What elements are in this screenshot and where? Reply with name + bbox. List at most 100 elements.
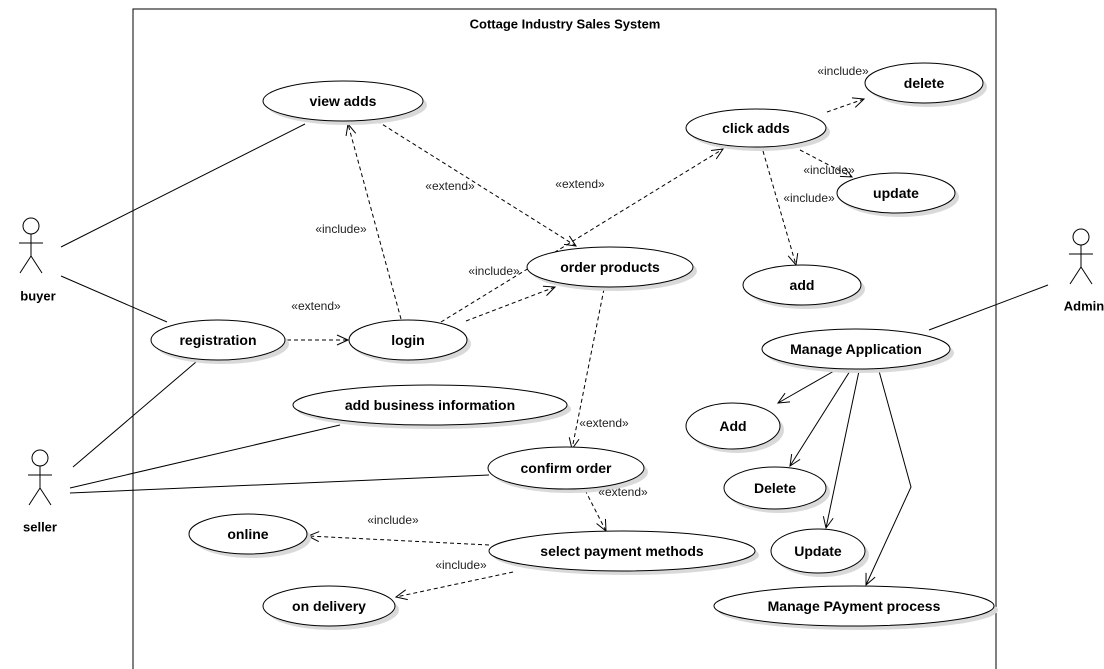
use-case-ellipse: [713, 585, 995, 627]
use-case-label: Manage PAyment process: [768, 598, 941, 614]
use-case-manage-application[interactable]: Manage Application: [761, 328, 954, 373]
actor-head-icon: [31, 449, 49, 467]
relation-manage-application-admin-delete-arrowhead: [789, 453, 801, 468]
use-case-ellipse: [292, 384, 568, 426]
dependency-label: «extend»: [579, 416, 629, 430]
dependency-login-click-adds-arrowhead: [710, 148, 725, 160]
actor-head-icon: [1072, 228, 1090, 246]
relation-manage-application-admin-update: [825, 370, 860, 529]
dependency-registration-login-arrowhead: [336, 334, 350, 346]
use-case-ellipse: [262, 80, 424, 122]
use-case-label: click adds: [722, 120, 790, 136]
use-case-layer: view adds click adds delete update add order …: [150, 62, 998, 630]
use-case-ellipse: [487, 446, 645, 490]
dependency-label: «include»: [367, 513, 419, 527]
relation-manage-application-admin-delete: [789, 370, 851, 467]
dependency-login-order-products-arrowhead: [542, 285, 557, 296]
use-case-ellipse: [864, 62, 984, 104]
association-layer: [60, 123, 1049, 494]
use-case-admin-update[interactable]: Update: [770, 528, 869, 577]
dependency-label: «extend»: [598, 485, 648, 499]
actor-admin[interactable]: Admin: [1064, 228, 1104, 314]
dependency-view-adds-order-products-arrowhead: [563, 235, 578, 247]
use-case-label: Delete: [754, 480, 796, 496]
dependency-label: «include»: [783, 191, 835, 205]
use-case-ellipse: [761, 328, 951, 370]
dependency-login-view-adds: [347, 123, 402, 320]
dependency-label: «include»: [435, 558, 487, 572]
dependency-order-products-confirm-order: [571, 288, 605, 450]
use-case-ellipse: [836, 172, 956, 214]
use-case-ellipse: [685, 108, 827, 148]
dependency-label: «extend»: [425, 179, 475, 193]
dependency-click-adds-update: [799, 149, 853, 178]
dependency-click-adds-delete-arrowhead: [851, 97, 866, 108]
use-case-login[interactable]: login: [348, 319, 471, 364]
dependency-login-click-adds: [440, 148, 724, 323]
association-seller-registration: [72, 361, 197, 468]
actor-leg-left: [1069, 266, 1082, 285]
use-case-ellipse: [685, 402, 781, 450]
association-seller-add-business-info: [69, 424, 341, 489]
dependency-select-payment-online: [307, 535, 490, 546]
use-case-add-business-info[interactable]: add business information: [292, 384, 571, 429]
actor-head-icon: [22, 217, 40, 235]
use-case-online[interactable]: online: [188, 513, 311, 558]
use-case-label: online: [227, 526, 268, 542]
relation-label-layer: «include» «extend» «extend» «include» «exten…: [291, 64, 869, 572]
use-case-label: Update: [794, 543, 842, 559]
use-case-label: on delivery: [292, 598, 366, 614]
use-case-view-adds[interactable]: view adds: [262, 80, 427, 125]
use-case-confirm-order[interactable]: confirm order: [487, 446, 648, 493]
actor-seller[interactable]: seller: [23, 449, 57, 535]
actor-leg-left: [28, 487, 41, 506]
actor-buyer[interactable]: buyer: [19, 217, 56, 304]
actor-label: buyer: [20, 289, 55, 304]
use-case-label: view adds: [310, 93, 377, 109]
use-case-ellipse: [526, 246, 694, 288]
use-case-registration[interactable]: registration: [150, 319, 289, 364]
use-case-admin-delete[interactable]: Delete: [723, 466, 830, 513]
dependency-label: «include»: [803, 163, 855, 177]
use-case-label: order products: [560, 259, 660, 275]
association-seller-confirm-order: [69, 474, 490, 494]
use-case-label: Add: [719, 418, 746, 434]
dependency-click-adds-add: [762, 150, 797, 266]
actor-leg-right: [39, 487, 52, 506]
use-case-select-payment[interactable]: select payment methods: [488, 530, 759, 575]
association-admin-manage-application: [928, 284, 1049, 331]
use-case-ellipse: [188, 513, 308, 555]
use-case-ellipse: [488, 530, 756, 572]
association-buyer-registration: [60, 275, 168, 323]
use-case-admin-add[interactable]: Add: [685, 402, 784, 453]
use-case-ellipse: [723, 466, 827, 510]
relation-manage-application-admin-add: [777, 370, 835, 404]
use-case-update[interactable]: update: [836, 172, 959, 217]
dependency-label: «include»: [315, 222, 367, 236]
dependency-select-payment-on-delivery-arrowhead: [394, 589, 408, 601]
dependency-label: «extend»: [291, 299, 341, 313]
generalization-layer: [776, 370, 912, 587]
actor-label: seller: [23, 520, 57, 535]
use-case-click-adds[interactable]: click adds: [685, 108, 830, 151]
actor-leg-left: [19, 255, 32, 274]
use-case-delete[interactable]: delete: [864, 62, 987, 107]
actor-layer: buyer seller Admin: [19, 217, 1104, 535]
use-case-label: add business information: [345, 397, 515, 413]
association-buyer-view-adds: [60, 123, 306, 248]
use-case-label: login: [391, 332, 424, 348]
use-case-add[interactable]: add: [742, 264, 865, 309]
system-title: Cottage Industry Sales System: [470, 17, 661, 32]
actor-leg-right: [1080, 266, 1093, 285]
relation-manage-application-admin-update-arrowhead: [822, 516, 834, 530]
use-case-label: registration: [179, 332, 256, 348]
use-case-label: add: [790, 277, 815, 293]
dependency-confirm-order-select-payment: [584, 489, 607, 532]
use-case-manage-payment[interactable]: Manage PAyment process: [713, 585, 998, 630]
use-case-order-products[interactable]: order products: [526, 246, 697, 291]
dependency-label: «include»: [468, 264, 520, 278]
relation-manage-application-admin-add-arrowhead: [776, 392, 791, 404]
use-case-on-delivery[interactable]: on delivery: [262, 585, 399, 630]
dependency-login-order-products: [465, 286, 556, 322]
